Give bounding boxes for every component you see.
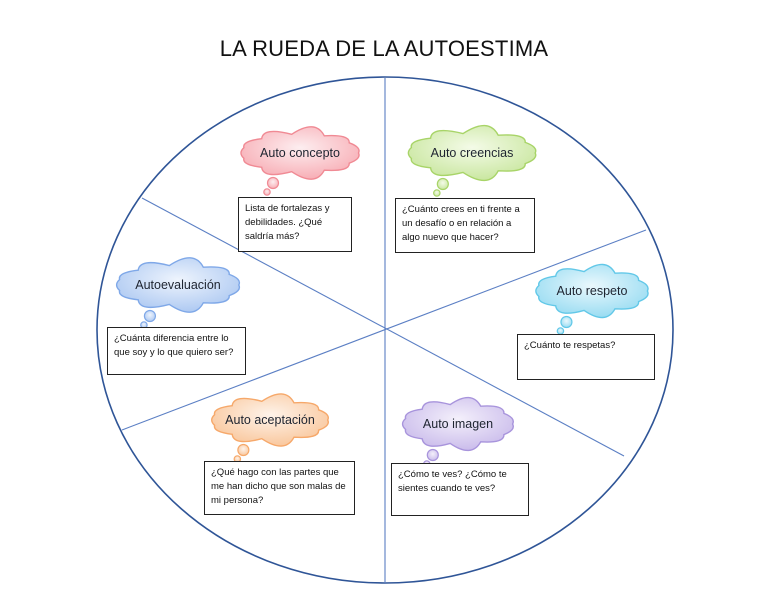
question-box-auto-imagen: ¿Cómo te ves? ¿Cómo te sientes cuando te… [391,463,529,516]
cloud-shape-auto-aceptacion [211,393,329,447]
cloud-bubble-auto-aceptacion-1 [237,443,250,457]
diagram-title: LA RUEDA DE LA AUTOESTIMA [219,36,549,61]
cloud-label-auto-creencias: Auto creencias [431,146,514,160]
cloud-label-autoevaluacion: Autoevaluación [135,278,221,292]
cloud-shape-autoevaluacion [115,257,241,313]
cloud-bubble-auto-concepto-2 [263,188,271,196]
question-box-autoevaluacion: ¿Cuánta diferencia entre lo que soy y lo… [107,327,246,375]
cloud-bubble-auto-creencias-2 [433,189,441,197]
cloud-bubble-auto-concepto-1 [266,176,280,190]
cloud-auto-creencias: Auto creencias [407,124,537,197]
cloud-label-auto-respeto: Auto respeto [557,284,628,298]
cloud-shape-auto-concepto [240,126,360,180]
question-box-auto-creencias: ¿Cuánto crees en ti frente a un desafío … [395,198,535,253]
question-box-auto-concepto: Lista de fortalezas y debilidades. ¿Qué … [238,197,352,252]
cloud-auto-respeto: Auto respeto [535,263,649,335]
cloud-shape-auto-imagen [401,396,514,452]
cloud-autoevaluacion: Autoevaluación [115,257,241,329]
cloud-label-auto-aceptacion: Auto aceptación [225,413,315,427]
cloud-shape-auto-creencias [407,124,537,182]
question-box-auto-aceptacion: ¿Qué hago con las partes que me han dich… [204,461,355,515]
cloud-auto-aceptacion: Auto aceptación [211,393,329,463]
cloud-label-auto-imagen: Auto imagen [423,417,493,431]
cloud-bubble-auto-creencias-1 [436,177,449,191]
cloud-auto-imagen: Auto imagen [401,396,514,468]
cloud-bubble-auto-imagen-1 [426,448,439,462]
divider-diagonal-up [121,229,647,431]
divider-diagonal-down [141,197,625,457]
cloud-bubble-autoevaluacion-1 [143,309,157,323]
cloud-shape-auto-respeto [535,263,649,319]
cloud-bubble-auto-respeto-1 [560,315,573,329]
question-box-auto-respeto: ¿Cuánto te respetas? [517,334,655,380]
cloud-label-auto-concepto: Auto concepto [260,146,340,160]
cloud-auto-concepto: Auto concepto [240,126,360,196]
